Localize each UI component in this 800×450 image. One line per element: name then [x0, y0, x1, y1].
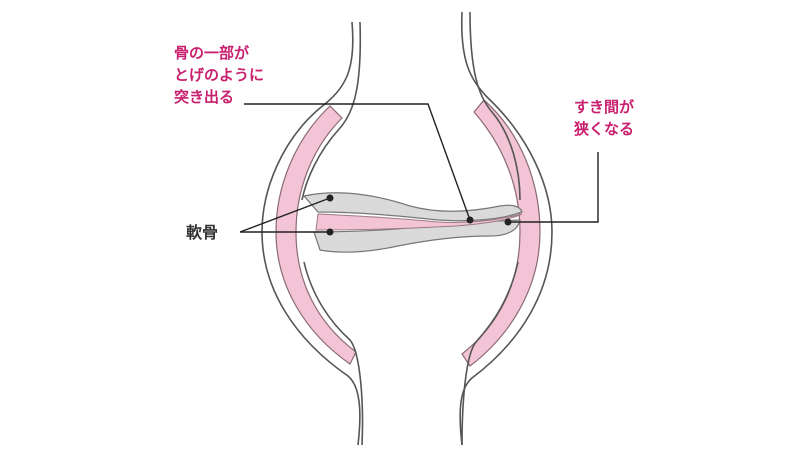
cartilage-band-left [275, 105, 357, 365]
leader-line-narrowed-gap [508, 152, 599, 223]
label-cartilage-line-1: 軟骨 [186, 223, 219, 242]
marker-narrowed-gap [504, 218, 512, 226]
tibia-left-edge [303, 261, 364, 446]
tibia-right-edge [461, 261, 519, 446]
label-bone-spur-line-1: 骨の一部が [174, 44, 250, 62]
marker-bone-spur [466, 216, 474, 224]
label-bone-spur: 骨の一部が とげのように 突き出る [174, 42, 264, 108]
cartilage-band-right [461, 99, 541, 367]
label-narrowed-gap-line-2: 狭くなる [574, 120, 635, 138]
femur-right-edge [469, 11, 521, 201]
label-narrowed-gap: すき間が 狭くなる [574, 96, 634, 140]
leader-line-bone-spur [244, 103, 471, 221]
marker-cartilage-lower [326, 228, 334, 236]
label-narrowed-gap-line-1: すき間が [574, 98, 635, 116]
femur-left-edge [301, 21, 362, 201]
joint-space [315, 213, 523, 231]
leader-line-cartilage-upper [239, 197, 331, 233]
label-bone-spur-line-3: 突き出る [174, 88, 235, 106]
label-cartilage: 軟骨 [186, 222, 218, 244]
marker-cartilage-upper [326, 194, 334, 202]
label-bone-spur-line-2: とげのように [174, 66, 265, 84]
